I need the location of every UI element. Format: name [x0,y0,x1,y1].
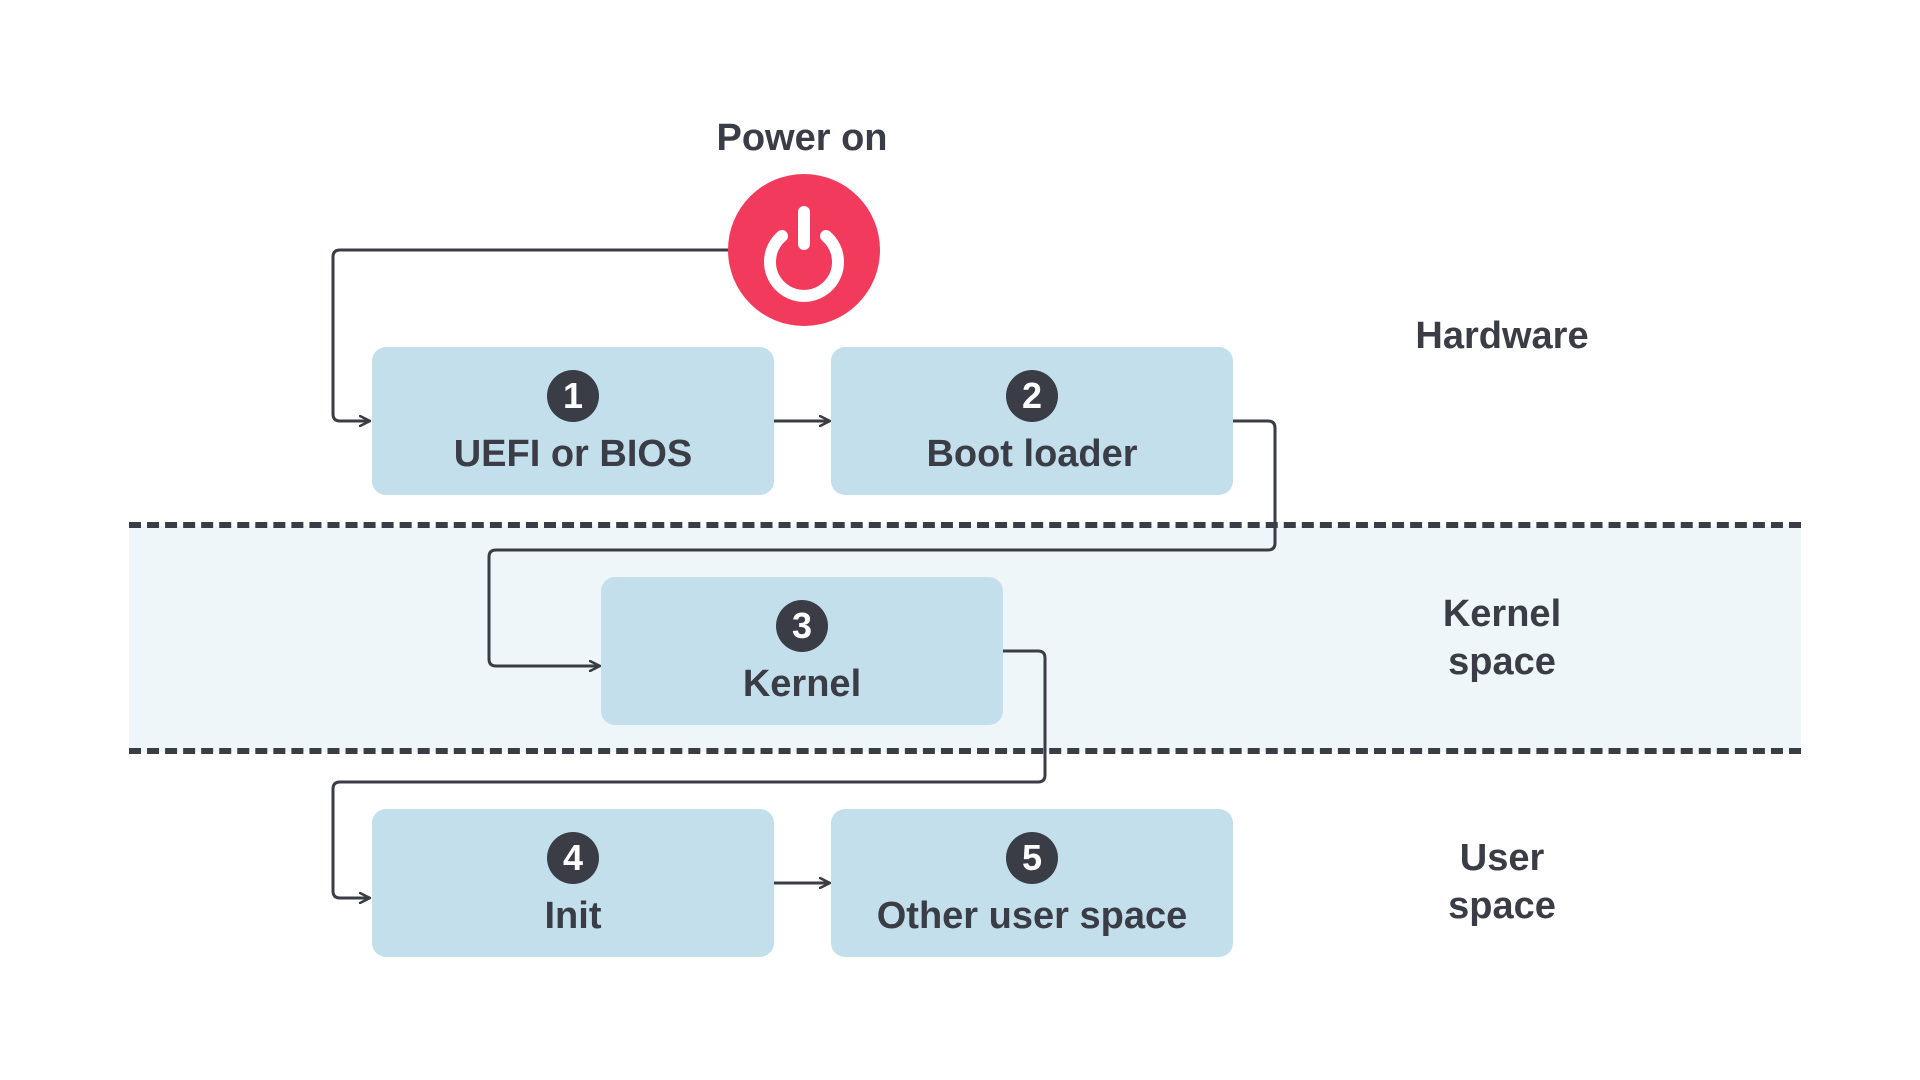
step-number-badge: 3 [776,600,828,652]
step-label: Kernel [742,663,862,705]
power-icon [764,206,844,302]
kernel-space-bottom-divider [129,748,1801,754]
layer-label-kernel-space: Kernel space [1352,590,1652,686]
step-other-user-space: 5 Other user space [831,809,1233,957]
kernel-space-top-divider [129,522,1801,528]
power-button[interactable] [728,174,880,326]
arrow-power-to-uefi [331,248,728,421]
layer-label-user-space: User space [1352,834,1652,930]
step-uefi-or-bios: 1 UEFI or BIOS [372,347,774,495]
layer-label-line: Kernel [1442,593,1562,635]
step-label: Other user space [876,895,1188,937]
step-label: UEFI or BIOS [453,433,693,475]
layer-label-line: space [1448,885,1556,927]
step-kernel: 3 Kernel [601,577,1003,725]
step-number-badge: 1 [547,370,599,422]
layer-label-line: space [1448,641,1556,683]
step-number-badge: 5 [1006,832,1058,884]
step-label: Init [544,895,602,937]
step-label: Boot loader [926,433,1138,475]
step-number-badge: 4 [547,832,599,884]
layer-label-line: Hardware [1415,315,1589,357]
step-boot-loader: 2 Boot loader [831,347,1233,495]
step-init: 4 Init [372,809,774,957]
layer-label-hardware: Hardware [1352,312,1652,360]
arrow-bootloader-to-kernel [487,419,1277,666]
power-on-title: Power on [716,117,888,159]
step-number-badge: 2 [1006,370,1058,422]
arrow-kernel-to-init [331,649,1047,898]
layer-label-line: User [1459,837,1545,879]
